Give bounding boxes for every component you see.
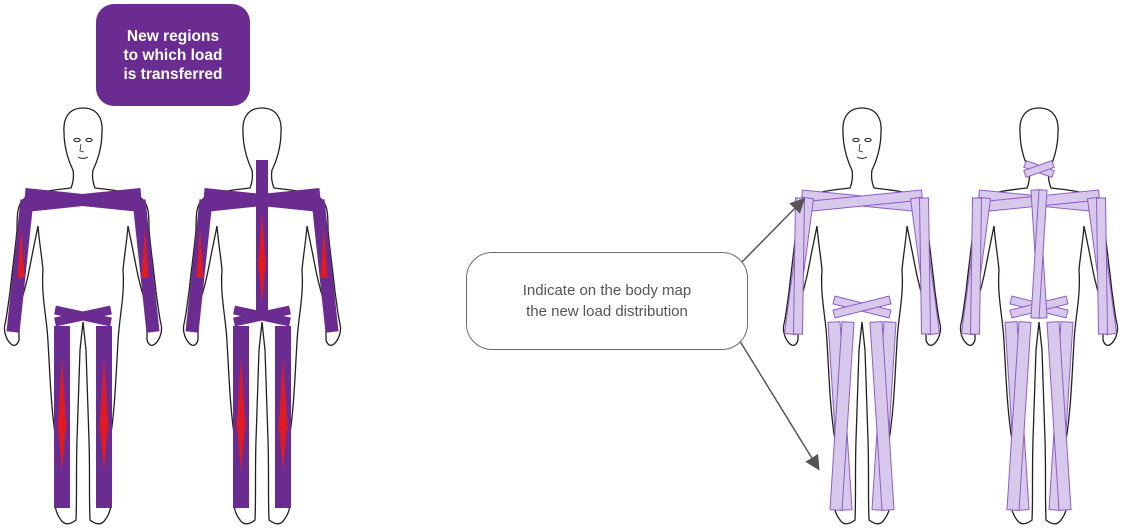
left-arm-strap-b xyxy=(794,198,805,334)
front-view-load-map xyxy=(4,108,161,524)
back-view-load-map xyxy=(183,108,340,524)
new-regions-callout: New regions to which load is transferred xyxy=(96,4,250,106)
body-outline xyxy=(783,108,940,524)
back-view-body-map-input[interactable] xyxy=(960,108,1117,524)
front-view-body-map-input[interactable] xyxy=(783,108,940,524)
arrow-to-legs xyxy=(738,338,818,468)
instruction-callout: Indicate on the body map the new load di… xyxy=(466,252,748,350)
right-arm-strap-b xyxy=(1097,198,1108,334)
left-arm-strap-b xyxy=(971,198,982,334)
right-arm-strap-b xyxy=(920,198,931,334)
